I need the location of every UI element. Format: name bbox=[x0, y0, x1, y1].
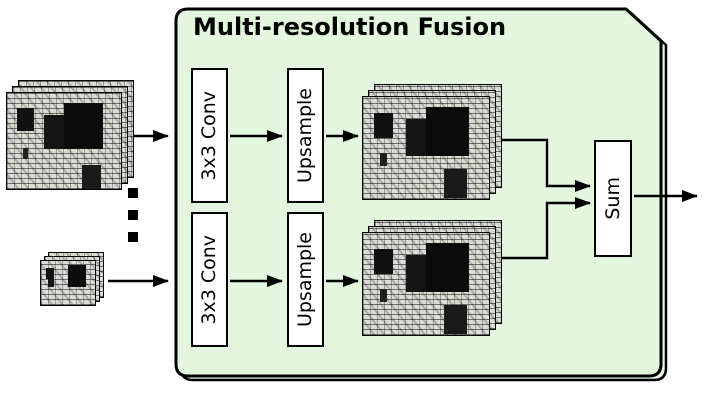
ellipsis-dot bbox=[128, 188, 138, 198]
upsample-node-top: Upsample bbox=[287, 68, 324, 203]
feature-map-image bbox=[362, 232, 490, 336]
feature-map-image bbox=[362, 96, 490, 200]
connector-maps-top-to-sum bbox=[500, 138, 591, 192]
conv-node-bottom: 3x3 Conv bbox=[191, 212, 228, 347]
panel-title: Multi-resolution Fusion bbox=[193, 13, 507, 41]
upsampled-feature-maps-bottom bbox=[362, 220, 502, 336]
conv-node-top: 3x3 Conv bbox=[191, 68, 228, 203]
conv-node-bottom-label: 3x3 Conv bbox=[198, 234, 220, 325]
feature-map-image bbox=[6, 92, 122, 190]
upsample-node-bottom-label: Upsample bbox=[294, 231, 316, 328]
connector-maps-bottom-to-sum bbox=[500, 197, 591, 260]
ellipsis-dot bbox=[128, 210, 138, 220]
ellipsis-dot bbox=[128, 232, 138, 242]
ellipsis-dots bbox=[128, 188, 138, 254]
input-low-res-feature-maps bbox=[40, 252, 104, 306]
conv-node-top-label: 3x3 Conv bbox=[198, 90, 220, 181]
upsample-node-bottom: Upsample bbox=[287, 212, 324, 347]
sum-node: Sum bbox=[594, 140, 632, 257]
upsampled-feature-maps-top bbox=[362, 84, 502, 200]
input-high-res-feature-maps bbox=[6, 80, 134, 190]
upsample-node-top-label: Upsample bbox=[294, 87, 316, 184]
sum-node-label: Sum bbox=[601, 177, 624, 220]
feature-map-image bbox=[40, 260, 96, 306]
